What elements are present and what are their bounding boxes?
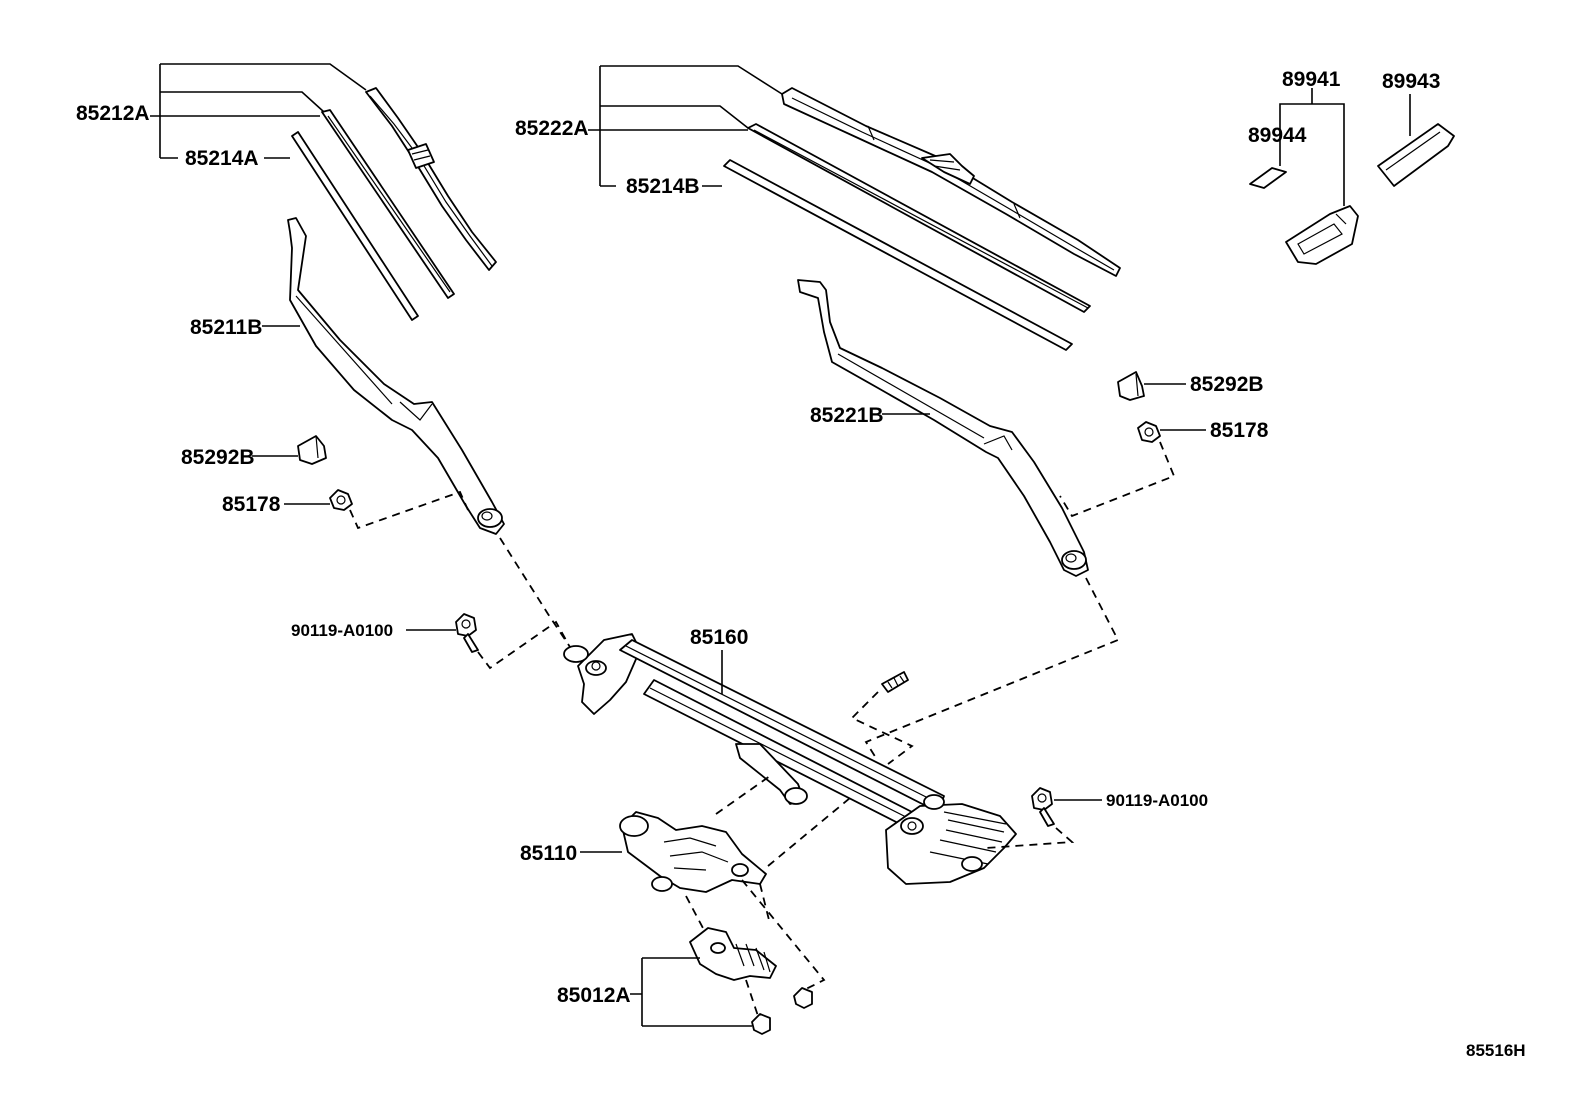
right-wiper-arm[interactable] [797,279,1089,577]
right-blade-insert-strip[interactable] [723,159,1073,351]
linkage-center-bolt[interactable] [881,671,909,693]
label-90119-A0100-right: 90119-A0100 [1106,791,1208,810]
right-mounting-bolt[interactable] [1031,787,1055,827]
right-arm-nut[interactable] [1137,421,1161,443]
left-blade-insert-strip[interactable] [291,131,419,321]
label-85211B: 85211B [190,316,262,339]
blade-adapter-clip[interactable] [1285,205,1359,265]
left-wiper-arm[interactable] [287,217,505,535]
left-wiper-refill-rubber[interactable] [321,109,455,299]
right-wiper-refill-rubber[interactable] [747,123,1091,313]
left-mounting-bolt[interactable] [455,613,479,653]
label-85012A: 85012A [557,984,631,1007]
label-89941: 89941 [1282,68,1341,91]
label-85292B-right: 85292B [1190,373,1264,396]
adapter-cover[interactable] [1377,123,1455,187]
right-wiper-blade-assembly[interactable] [781,87,1121,277]
left-arm-nut[interactable] [329,489,353,511]
right-arm-head-cap[interactable] [1117,371,1145,401]
adapter-pad[interactable] [1249,167,1287,189]
label-89943: 89943 [1382,70,1440,93]
label-85160: 85160 [690,626,748,649]
wiper-linkage[interactable] [563,633,1017,885]
label-85212A: 85212A [76,102,150,125]
label-90119-A0100-left: 90119-A0100 [291,621,393,640]
bracket-nut[interactable] [751,1013,771,1035]
diagram-id: 85516H [1466,1041,1526,1060]
label-85221B: 85221B [810,404,884,427]
label-85214B: 85214B [626,175,700,198]
label-85214A: 85214A [185,147,259,170]
bracket-grommet[interactable] [793,987,813,1009]
label-89944: 89944 [1248,124,1307,147]
wiper-motor[interactable] [619,811,767,893]
label-85178-left: 85178 [222,493,281,516]
left-wiper-blade-assembly[interactable] [365,87,497,271]
motor-bracket[interactable] [689,927,777,981]
label-85110: 85110 [520,842,577,865]
label-85292B-left: 85292B [181,446,255,469]
label-85222A: 85222A [515,117,589,140]
label-85178-right: 85178 [1210,419,1269,442]
left-arm-head-cap[interactable] [297,435,327,465]
